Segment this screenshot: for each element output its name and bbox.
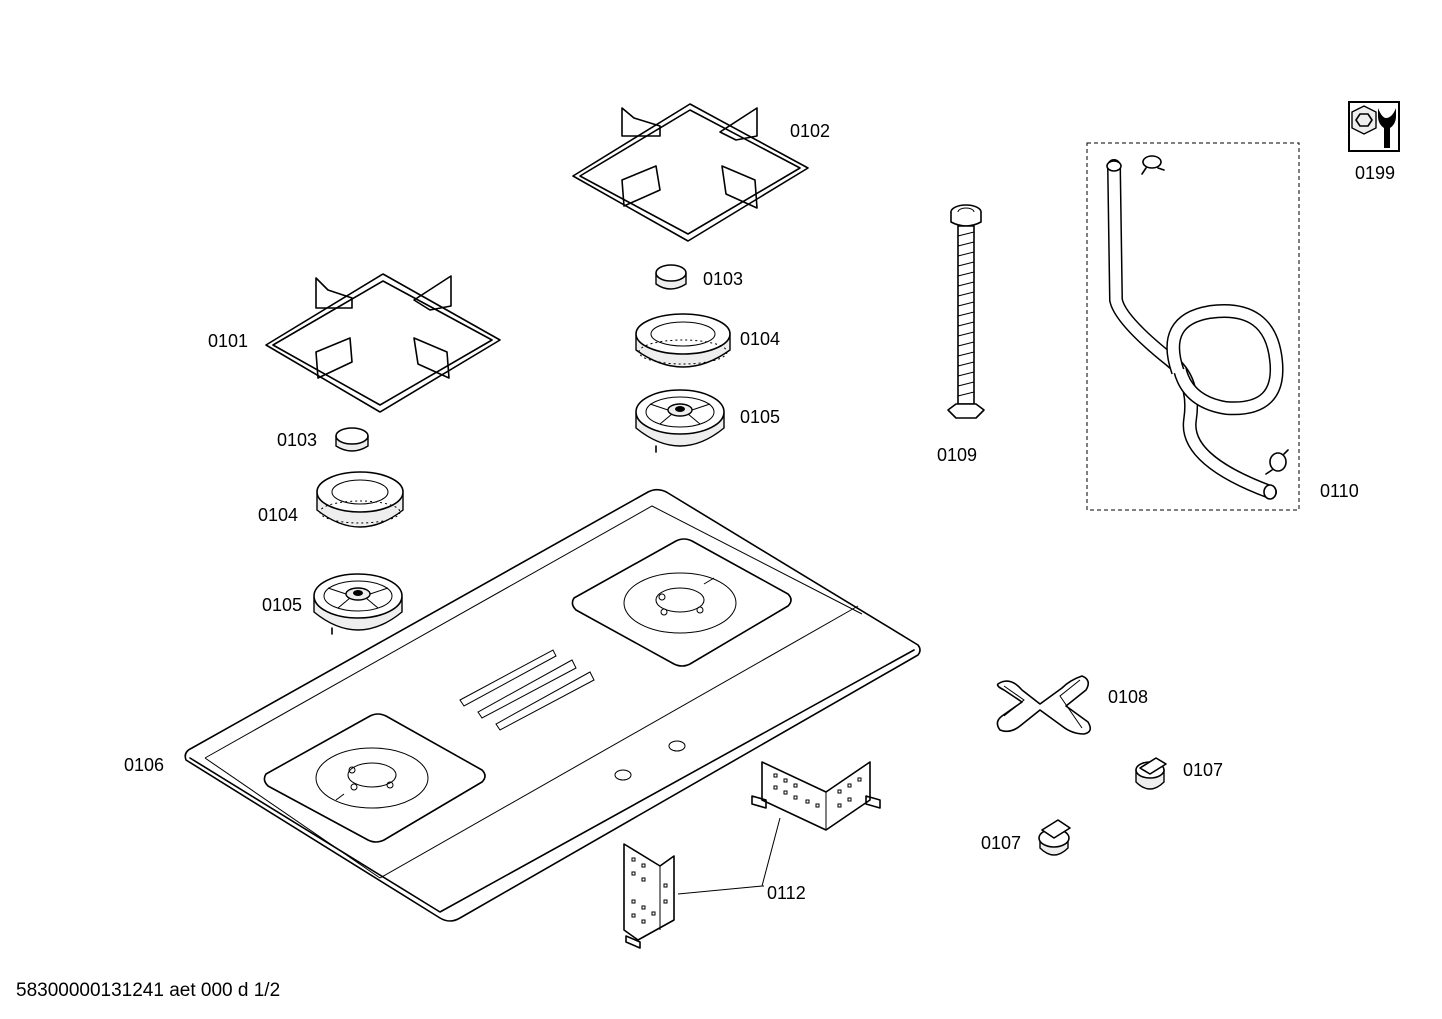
bracket-0112-left	[623, 843, 675, 949]
label-0101: 0101	[208, 331, 248, 351]
service-wrench-icon	[1348, 101, 1400, 152]
burner-cap-0103-left	[335, 427, 369, 452]
bracket-0112-right	[751, 761, 881, 831]
burner-body-0105-left	[313, 573, 403, 635]
label-0107-upper: 0107	[1183, 760, 1223, 780]
label-0102: 0102	[790, 121, 830, 141]
label-0104-right: 0104	[740, 329, 780, 349]
label-0108: 0108	[1108, 687, 1148, 707]
leader-0112	[677, 817, 781, 895]
label-0110: 0110	[1320, 481, 1359, 501]
label-0199: 0199	[1355, 163, 1395, 183]
control-knob-0107-lower	[1038, 819, 1071, 856]
gas-pipe-0109	[947, 204, 985, 419]
label-0105-right: 0105	[740, 407, 780, 427]
gas-hose-kit-0110	[1086, 142, 1300, 511]
label-0106: 0106	[124, 755, 164, 775]
label-0103-left: 0103	[277, 430, 317, 450]
label-0103-right: 0103	[703, 269, 743, 289]
burner-body-0105-right	[635, 389, 725, 453]
label-0109: 0109	[937, 445, 977, 465]
pan-support-0101	[265, 273, 501, 413]
burner-cap-0103-right	[655, 264, 687, 290]
flame-spreader-0104-right	[635, 313, 731, 368]
document-id-footer: 58300000131241 aet 000 d 1/2	[16, 980, 281, 1001]
pan-support-0102	[572, 103, 809, 242]
flame-spreader-0104-left	[316, 471, 404, 528]
label-0112: 0112	[767, 883, 806, 903]
gasket-0108	[996, 675, 1092, 735]
label-0105-left: 0105	[262, 595, 302, 615]
control-knob-0107-upper	[1135, 757, 1167, 790]
label-0107-lower: 0107	[981, 833, 1021, 853]
label-0104-left: 0104	[258, 505, 298, 525]
hob-top-plate-0106	[184, 488, 921, 922]
